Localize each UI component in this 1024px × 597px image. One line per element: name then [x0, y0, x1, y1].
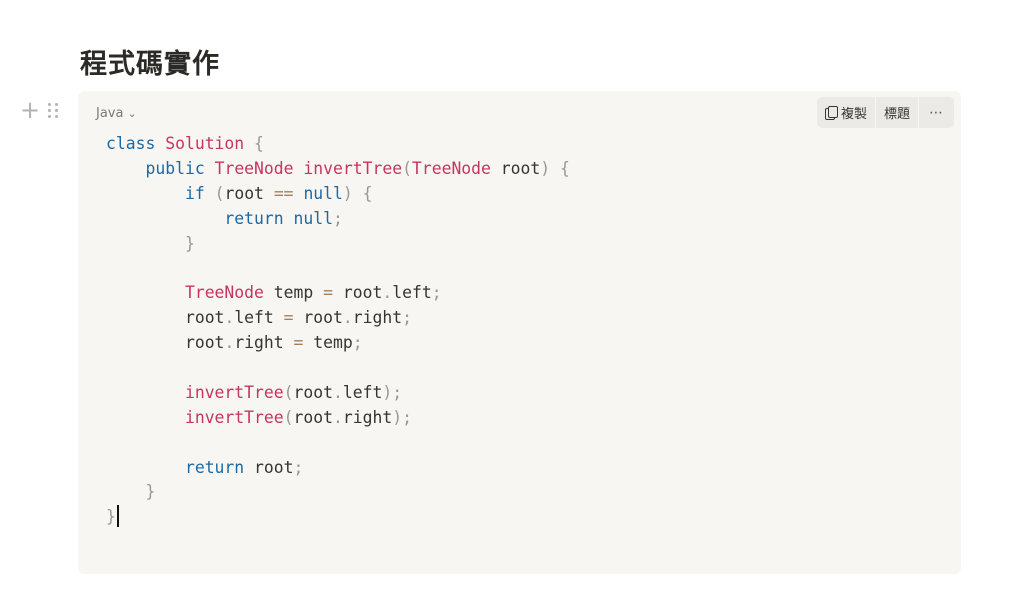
code-line: class Solution {: [106, 134, 264, 153]
code-line: [106, 356, 570, 381]
block-handle[interactable]: +: [20, 96, 59, 124]
code-line: invertTree(root.right);: [184, 407, 412, 427]
code-line: TreeNode temp = root.left;: [184, 283, 442, 303]
code-line: return root;: [184, 457, 304, 477]
code-line: [106, 256, 570, 281]
copy-icon: [824, 105, 838, 120]
code-line: }: [106, 505, 570, 530]
text-cursor: [116, 505, 119, 528]
copy-button[interactable]: 複製: [817, 97, 876, 128]
code-line: [106, 431, 570, 456]
code-line: root.right = temp;: [184, 333, 363, 353]
code-line: root.left = root.right;: [184, 308, 412, 328]
code-line: }: [145, 482, 156, 502]
more-options-button[interactable]: ⋯: [919, 97, 954, 128]
caption-label: 標題: [883, 107, 910, 122]
language-selector[interactable]: Java ⌄: [96, 106, 137, 121]
copy-label: 複製: [840, 107, 867, 122]
language-label: Java: [96, 106, 124, 121]
page-heading: 程式碼實作: [80, 49, 220, 80]
drag-handle-icon[interactable]: [48, 102, 59, 118]
code-line: if (root == null) {: [184, 183, 373, 203]
code-line: public TreeNode invertTree(TreeNode root…: [145, 158, 570, 178]
code-content[interactable]: class Solution { public TreeNode invertT…: [106, 132, 570, 530]
code-line: return null;: [224, 208, 343, 228]
add-block-icon[interactable]: +: [20, 96, 41, 124]
caption-button[interactable]: 標題: [876, 97, 919, 128]
code-block[interactable]: Java ⌄ 複製 標題 ⋯ class Solution { public T…: [78, 91, 961, 574]
more-icon: ⋯: [929, 104, 944, 121]
code-line: invertTree(root.left);: [184, 382, 403, 402]
code-line: }: [184, 233, 195, 253]
chevron-down-icon: ⌄: [127, 107, 137, 120]
code-toolbar: 複製 標題 ⋯: [816, 97, 954, 128]
